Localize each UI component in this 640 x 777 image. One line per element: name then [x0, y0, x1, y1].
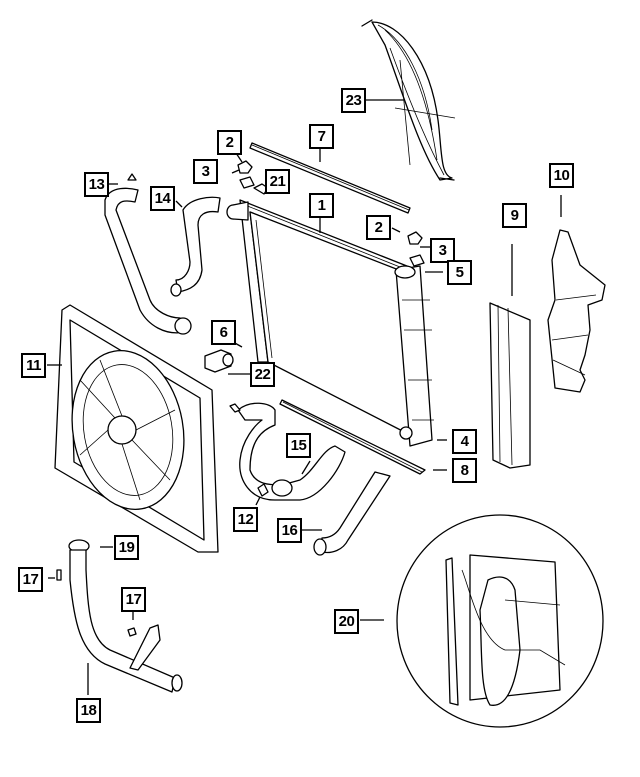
radiator-part[interactable] — [226, 199, 434, 447]
leader-3a — [231, 169, 240, 174]
callout-2[interactable]: 2 — [366, 215, 391, 240]
air-deflector-part[interactable] — [547, 229, 606, 393]
leader-12 — [255, 496, 261, 506]
callout-10[interactable]: 10 — [549, 163, 574, 188]
sensor-part[interactable] — [204, 349, 234, 373]
callout-7[interactable]: 7 — [309, 124, 334, 149]
leader-14 — [175, 200, 183, 208]
callout-13[interactable]: 13 — [84, 172, 109, 197]
side-seal-part[interactable] — [489, 302, 531, 469]
callout-2[interactable]: 2 — [217, 130, 242, 155]
callout-23[interactable]: 23 — [341, 88, 366, 113]
callout-14[interactable]: 14 — [150, 186, 175, 211]
bleed-valve-part[interactable] — [257, 483, 269, 497]
assembly-detail-view[interactable] — [396, 514, 604, 728]
fan-module-part[interactable] — [54, 304, 219, 553]
callout-3[interactable]: 3 — [430, 238, 455, 263]
callout-5[interactable]: 5 — [447, 260, 472, 285]
hose-16-part[interactable] — [313, 471, 391, 556]
leader-15 — [301, 460, 311, 475]
callout-12[interactable]: 12 — [233, 507, 258, 532]
callout-17[interactable]: 17 — [18, 567, 43, 592]
callout-16[interactable]: 16 — [277, 518, 302, 543]
upper-seal-part[interactable] — [249, 142, 411, 214]
hose-14-part[interactable] — [170, 196, 221, 297]
callout-6[interactable]: 6 — [211, 320, 236, 345]
callout-1[interactable]: 1 — [309, 193, 334, 218]
callout-21[interactable]: 21 — [265, 169, 290, 194]
callout-18[interactable]: 18 — [76, 698, 101, 723]
callout-11[interactable]: 11 — [21, 353, 46, 378]
clip-left-parts[interactable] — [237, 160, 269, 195]
leader-2b — [391, 227, 401, 233]
upper-hose-part[interactable] — [104, 173, 192, 335]
callout-20[interactable]: 20 — [334, 609, 359, 634]
clip-right-parts[interactable] — [407, 231, 425, 267]
callout-8[interactable]: 8 — [452, 458, 477, 483]
bolt-part[interactable] — [56, 569, 137, 637]
callout-3[interactable]: 3 — [193, 159, 218, 184]
callout-19[interactable]: 19 — [114, 535, 139, 560]
fan-guard-part[interactable] — [361, 19, 456, 181]
callout-22[interactable]: 22 — [250, 362, 275, 387]
coolant-tube-part[interactable] — [68, 539, 183, 693]
lower-seal-part[interactable] — [279, 399, 426, 475]
callout-9[interactable]: 9 — [502, 203, 527, 228]
callout-4[interactable]: 4 — [452, 429, 477, 454]
callout-17[interactable]: 17 — [121, 587, 146, 612]
callout-15[interactable]: 15 — [286, 433, 311, 458]
lower-hose-part[interactable] — [229, 402, 346, 501]
